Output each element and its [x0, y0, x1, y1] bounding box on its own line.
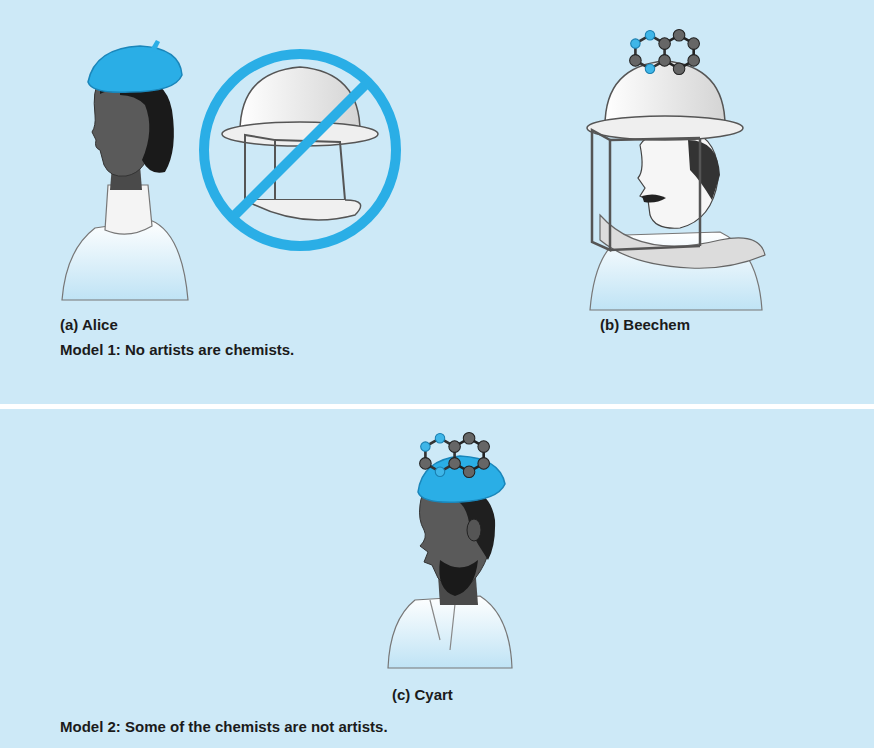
alice-figure [62, 40, 188, 300]
model-statement: Model 1: No artists are chemists. [60, 341, 294, 359]
panel-divider [0, 404, 874, 409]
cyart-figure [388, 432, 512, 668]
model-statement: Model 2: Some of the chemists are not ar… [60, 718, 388, 736]
no-helmet-symbol [204, 54, 396, 246]
panel-caption: (c) Cyart [392, 686, 453, 704]
panel-caption: (b) Beechem [600, 316, 690, 334]
panel-caption: (a) Alice [60, 316, 118, 334]
beechem-figure [587, 29, 765, 310]
